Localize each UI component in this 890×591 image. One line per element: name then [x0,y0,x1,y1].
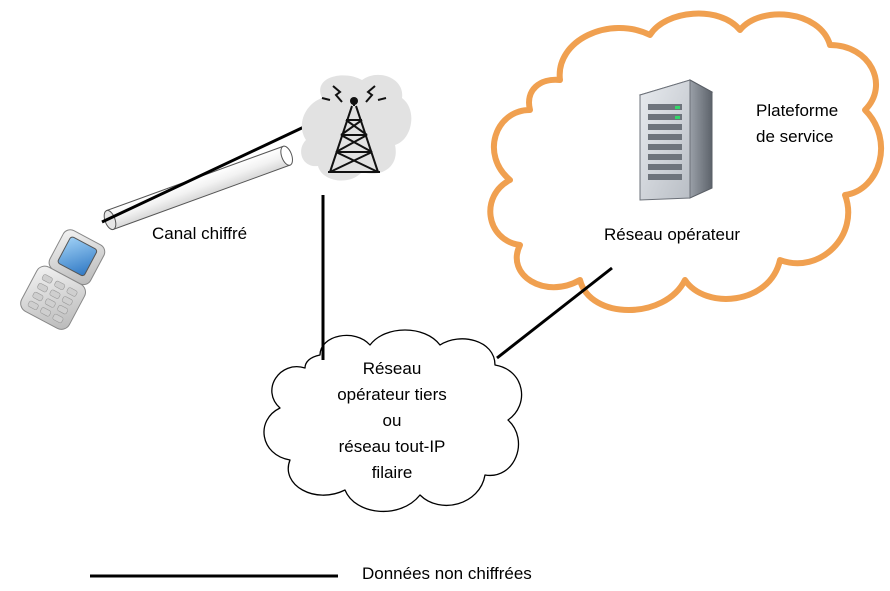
encrypted-channel-label: Canal chiffré [152,224,248,243]
third-party-network-label: Réseau opérateur tiers ou réseau tout-IP… [337,356,447,486]
service-platform-line2: de service [756,127,834,146]
third-party-network-cloud [263,329,523,513]
third-party-line2: opérateur tiers [337,385,447,404]
third-party-to-operator-link [496,266,613,360]
third-party-line4: réseau tout-IP [338,437,446,456]
service-platform-label: Plateforme de service [756,98,838,150]
operator-network-label: Réseau opérateur [604,225,741,244]
service-platform-line1: Plateforme [756,101,839,120]
mobile-phone-icon [20,229,106,330]
cell-tower-icon [301,74,412,181]
phone-to-antenna-link [101,116,324,224]
third-party-line3: ou [382,411,402,430]
server-icon [638,79,714,201]
legend-unencrypted-label: Données non chiffrées [362,564,532,583]
third-party-line5: filaire [371,463,413,482]
encrypted-channel-tube [103,145,293,231]
third-party-line1: Réseau [362,359,422,378]
